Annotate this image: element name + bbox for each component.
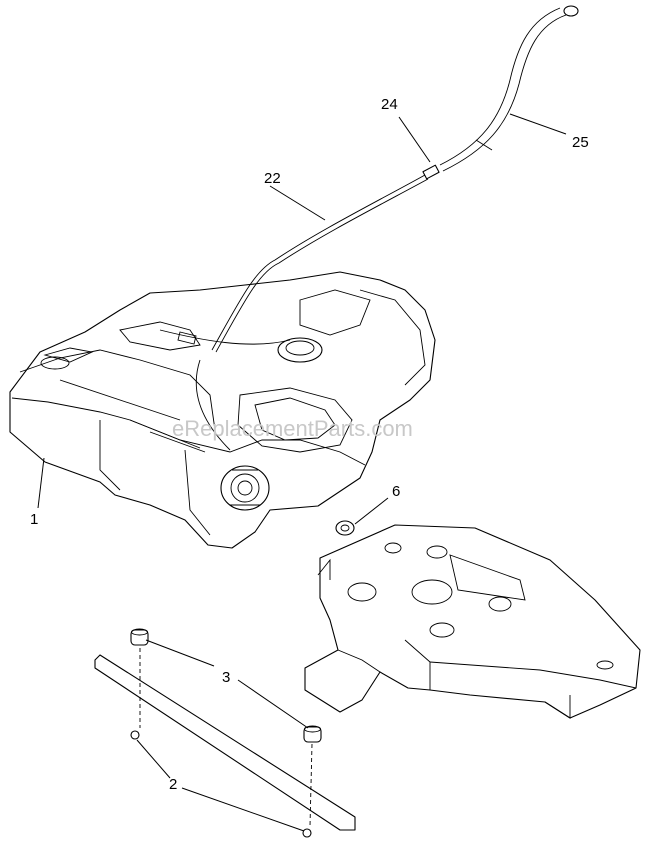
vent-hose[interactable] — [211, 174, 429, 353]
hose-fitting[interactable] — [422, 164, 440, 180]
callout-2: 2 — [169, 776, 177, 793]
callout-3: 3 — [222, 669, 230, 686]
callout-1: 1 — [30, 511, 38, 528]
tank-strap[interactable] — [94, 654, 356, 831]
callout-24: 24 — [381, 96, 398, 113]
filler-hose[interactable] — [439, 5, 579, 172]
mounting-plate[interactable] — [304, 524, 641, 719]
callout-22: 22 — [264, 170, 281, 187]
watermark: eReplacementParts.com — [172, 416, 413, 441]
clip[interactable] — [335, 520, 355, 536]
bumper-upper[interactable] — [130, 628, 149, 646]
callout-25: 25 — [572, 134, 589, 151]
fuel-tank[interactable] — [9, 271, 436, 549]
callout-6: 6 — [392, 483, 400, 500]
bumper-lower[interactable] — [303, 725, 322, 743]
nut-lower[interactable] — [302, 828, 312, 838]
nut-upper[interactable] — [130, 730, 140, 740]
